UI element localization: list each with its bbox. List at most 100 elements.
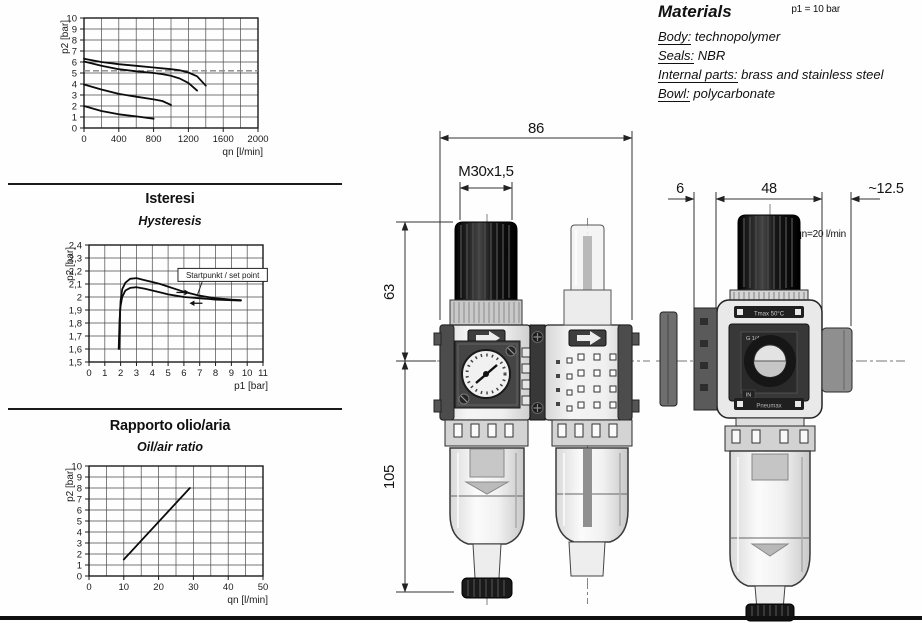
svg-text:1,6: 1,6 xyxy=(69,345,82,356)
svg-text:7: 7 xyxy=(77,495,82,506)
dimension-lines xyxy=(668,192,880,326)
svg-text:2,1: 2,1 xyxy=(69,280,82,291)
svg-text:1,5: 1,5 xyxy=(69,358,82,369)
svg-text:2: 2 xyxy=(77,293,82,304)
svg-text:2,4: 2,4 xyxy=(69,241,82,252)
hysteresis-chart-title: Isteresi xyxy=(145,191,195,207)
svg-text:6: 6 xyxy=(72,58,77,69)
svg-text:9: 9 xyxy=(229,368,234,379)
svg-text:10: 10 xyxy=(119,582,130,593)
drain-knob xyxy=(461,577,513,599)
svg-text:800: 800 xyxy=(146,134,162,145)
filter-bowl xyxy=(449,447,525,599)
svg-text:4: 4 xyxy=(77,528,82,539)
material-label: Bowl: xyxy=(658,86,690,102)
svg-text:5: 5 xyxy=(77,517,82,528)
svg-text:1,9: 1,9 xyxy=(69,306,82,317)
svg-text:qn [l/min]: qn [l/min] xyxy=(222,147,263,158)
regulator-knob xyxy=(449,221,523,326)
svg-text:7: 7 xyxy=(197,368,202,379)
dim-width-86: 86 xyxy=(528,120,544,137)
lubricator-sight-dome xyxy=(563,224,612,326)
material-row-seals: Seals: NBR xyxy=(658,46,883,65)
flow-chart-clipped-title: Flow characteristics xyxy=(40,0,300,4)
dim-height-105: 105 xyxy=(381,465,398,489)
lubricator-body xyxy=(544,324,640,421)
material-value: brass and stainless steel xyxy=(741,67,884,82)
front-view-drawing: 86 M30x1,5 63 105 xyxy=(381,120,650,608)
perforation-grid xyxy=(556,353,617,412)
material-row-bowl: Bowl: polycarbonate xyxy=(658,84,883,103)
svg-text:3: 3 xyxy=(72,91,77,102)
svg-text:p2 [bar]: p2 [bar] xyxy=(65,468,76,502)
dimension-lines xyxy=(396,131,633,593)
svg-text:0: 0 xyxy=(86,368,91,379)
svg-text:5: 5 xyxy=(72,69,77,80)
filter-regulator-body xyxy=(433,324,532,421)
center-connector xyxy=(529,324,546,421)
dim-height-63: 63 xyxy=(381,284,398,300)
svg-text:9: 9 xyxy=(77,473,82,484)
svg-text:30: 30 xyxy=(188,582,199,593)
dim-offset-12-5: ~12.5 xyxy=(868,181,903,197)
svg-text:2: 2 xyxy=(72,102,77,113)
svg-text:11: 11 xyxy=(258,368,268,379)
svg-text:1600: 1600 xyxy=(213,134,234,145)
regulator-body-side: Tmax 50°C G 1/4 IN Pneumax xyxy=(716,299,823,419)
svg-text:8: 8 xyxy=(77,484,82,495)
in-port-label: IN xyxy=(746,393,752,399)
svg-text:1,8: 1,8 xyxy=(69,319,82,330)
flow-chart-title-text: Flow characteristics xyxy=(40,0,300,3)
front-port-block xyxy=(821,327,853,393)
brand-label: Pneumax xyxy=(756,404,781,410)
svg-text:Startpunkt / set point: Startpunkt / set point xyxy=(186,271,260,280)
svg-text:2,2: 2,2 xyxy=(69,267,82,278)
svg-text:1: 1 xyxy=(102,368,107,379)
page-bottom-rule xyxy=(0,616,922,620)
material-label: Seals: xyxy=(658,48,695,64)
svg-text:0: 0 xyxy=(72,124,77,135)
material-value: polycarbonate xyxy=(693,86,776,101)
hysteresis-flow-note: qn=20 l/min xyxy=(796,229,846,240)
svg-text:10: 10 xyxy=(66,14,77,25)
hysteresis-chart-subtitle: Hysteresis xyxy=(138,214,202,228)
svg-text:2000: 2000 xyxy=(247,134,268,145)
svg-text:8: 8 xyxy=(72,36,77,47)
separator xyxy=(8,408,342,410)
bowl-side xyxy=(724,417,816,622)
svg-text:8: 8 xyxy=(213,368,218,379)
svg-text:0: 0 xyxy=(86,582,91,593)
svg-text:1: 1 xyxy=(77,561,82,572)
flow-arrow-badge xyxy=(568,329,607,347)
tmax-label: Tmax 50°C xyxy=(754,312,785,318)
svg-text:1,7: 1,7 xyxy=(69,332,82,343)
material-row-body: Body: technopolymer xyxy=(658,27,883,46)
svg-text:3: 3 xyxy=(134,368,139,379)
material-value: technopolymer xyxy=(694,29,781,44)
bowl-ring-nuts xyxy=(444,419,633,447)
svg-text:0: 0 xyxy=(81,134,86,145)
svg-text:400: 400 xyxy=(111,134,127,145)
svg-text:0: 0 xyxy=(77,572,82,583)
svg-text:6: 6 xyxy=(181,368,186,379)
port-size-label: G 1/4 xyxy=(746,336,759,342)
svg-text:6: 6 xyxy=(77,506,82,517)
svg-text:2: 2 xyxy=(77,550,82,561)
svg-text:2,3: 2,3 xyxy=(69,254,82,265)
svg-text:50: 50 xyxy=(258,582,269,593)
svg-text:p1 [bar]: p1 [bar] xyxy=(234,381,268,392)
svg-text:4: 4 xyxy=(72,80,77,91)
svg-text:3: 3 xyxy=(77,539,82,550)
rear-bracket xyxy=(659,307,718,411)
material-value: NBR xyxy=(697,48,726,63)
svg-text:5: 5 xyxy=(165,368,170,379)
svg-text:p2 [bar]: p2 [bar] xyxy=(65,247,76,281)
side-view-drawing: 6 48 ~12.5 Tmax 50°C G 1/4 xyxy=(656,181,905,622)
svg-text:1200: 1200 xyxy=(178,134,199,145)
flow-chart-pressure-note: p1 = 10 bar xyxy=(791,4,840,15)
svg-text:10: 10 xyxy=(242,368,253,379)
